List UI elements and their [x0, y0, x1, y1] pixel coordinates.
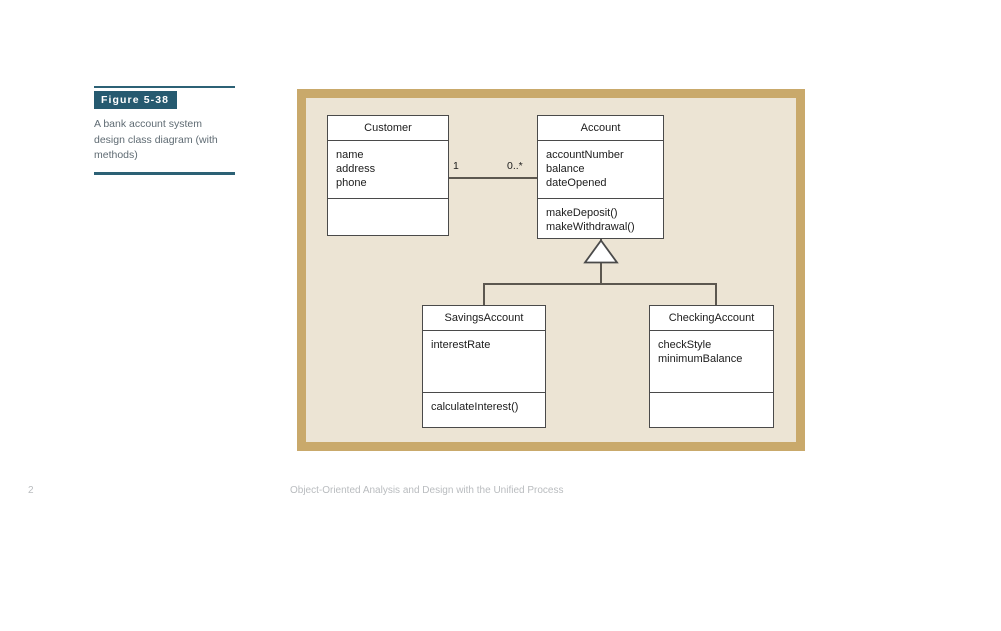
figure-number-badge: Figure 5-38: [94, 91, 178, 109]
footer-page-number: 2: [28, 485, 34, 496]
generalization-branch-checkingaccount: [715, 283, 717, 306]
uml-diagram-canvas: 1 0..* Customer name address phone Accou…: [306, 98, 796, 442]
caption-rule-bottom: [94, 171, 235, 175]
caption-rule-top: [94, 86, 235, 88]
method-row: makeDeposit(): [546, 207, 618, 219]
method-row: makeWithdrawal(): [546, 221, 635, 233]
association-line-customer-account: [449, 177, 537, 179]
attribute-row: checkStyle: [658, 339, 712, 351]
methods-customer: [328, 198, 448, 236]
figure-caption-text: A bank account system design class diagr…: [94, 118, 218, 161]
attributes-account: accountNumber balance dateOpened: [538, 141, 663, 198]
class-name-checkingaccount: CheckingAccount: [650, 306, 773, 331]
attribute-row: minimumBalance: [658, 353, 743, 365]
methods-checkingaccount: [650, 392, 773, 430]
multiplicity-account-side: 0..*: [507, 160, 523, 172]
figure-caption-block: Figure 5-38 A bank account system design…: [94, 86, 235, 175]
attributes-savingsaccount: interestRate: [423, 331, 545, 392]
attribute-row: interestRate: [431, 339, 491, 351]
methods-account: makeDeposit() makeWithdrawal(): [538, 198, 663, 242]
multiplicity-customer-side: 1: [453, 160, 459, 172]
methods-savingsaccount: calculateInterest(): [423, 392, 545, 422]
method-row: calculateInterest(): [431, 401, 519, 413]
class-name-savingsaccount: SavingsAccount: [423, 306, 545, 331]
generalization-crossbar: [483, 283, 717, 285]
attribute-row: accountNumber: [546, 149, 624, 161]
diagram-panel: 1 0..* Customer name address phone Accou…: [297, 89, 805, 451]
uml-class-customer[interactable]: Customer name address phone: [327, 115, 449, 236]
class-name-account: Account: [538, 116, 663, 141]
uml-class-account[interactable]: Account accountNumber balance dateOpened…: [537, 115, 664, 239]
attribute-row: balance: [546, 163, 585, 175]
uml-class-checkingaccount[interactable]: CheckingAccount checkStyle minimumBalanc…: [649, 305, 774, 428]
uml-class-savingsaccount[interactable]: SavingsAccount interestRate calculateInt…: [422, 305, 546, 428]
attribute-row: phone: [336, 177, 367, 189]
attributes-customer: name address phone: [328, 141, 448, 198]
attribute-row: dateOpened: [546, 177, 607, 189]
attribute-row: address: [336, 163, 376, 175]
attributes-checkingaccount: checkStyle minimumBalance: [650, 331, 773, 392]
attribute-row: name: [336, 149, 364, 161]
footer-book-title: Object-Oriented Analysis and Design with…: [290, 485, 564, 496]
generalization-branch-savingsaccount: [483, 283, 485, 306]
class-name-customer: Customer: [328, 116, 448, 141]
generalization-triangle-icon: [583, 239, 619, 264]
